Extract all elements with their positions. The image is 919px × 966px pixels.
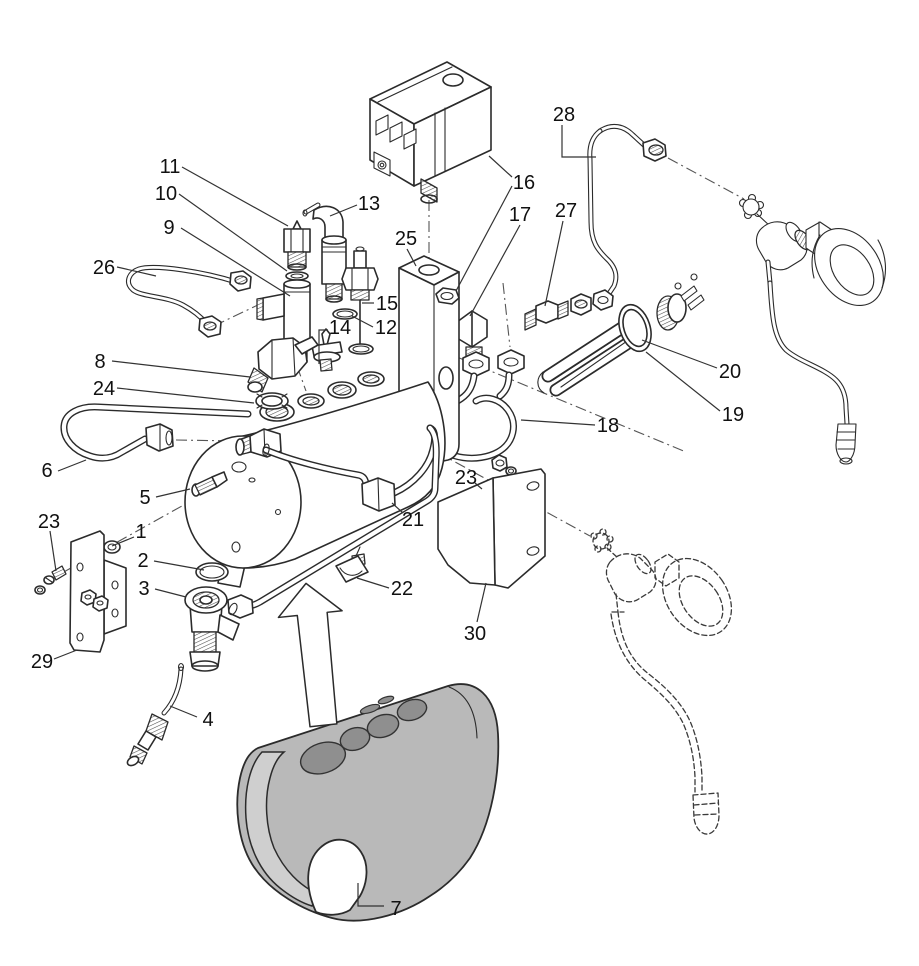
part-label-25: 25	[395, 228, 417, 250]
leader-line-11	[181, 166, 289, 227]
leader-line-8	[111, 360, 251, 378]
leader-line-17	[469, 224, 521, 317]
part-label-27: 27	[555, 200, 577, 222]
part-label-29: 29	[31, 651, 53, 673]
part-label-14: 14	[329, 317, 351, 339]
leader-line-5	[155, 488, 191, 498]
part-label-22: 22	[391, 578, 413, 600]
valve-11	[283, 220, 311, 271]
part-label-24: 24	[93, 378, 115, 400]
pipe-6	[60, 403, 252, 462]
leader-line-3	[154, 588, 187, 598]
leader-line-2	[153, 560, 205, 571]
bracket-29	[69, 530, 127, 653]
leader-line-28	[561, 125, 596, 158]
part-label-15: 15	[376, 293, 398, 315]
part-label-2: 2	[137, 550, 148, 572]
leader-line-10	[178, 193, 288, 272]
heating-element-icon	[537, 273, 705, 397]
part-label-17: 17	[509, 204, 531, 226]
safety-valve-8	[247, 336, 319, 393]
leader-line-23	[49, 530, 57, 572]
part-label-1: 1	[135, 521, 146, 543]
solenoid-nut-16	[435, 287, 460, 305]
part-label-19: 19	[722, 404, 744, 426]
part-label-13: 13	[358, 193, 380, 215]
element-gasket-19	[618, 303, 652, 353]
part-label-23: 23	[455, 467, 477, 489]
part-label-20: 20	[719, 361, 741, 383]
steam-valve-upper	[738, 193, 887, 465]
washer-1	[103, 540, 121, 554]
leader-line-6	[57, 459, 87, 472]
leader-line-26	[116, 266, 157, 277]
part-label-30: 30	[464, 623, 486, 645]
assembly-arrow-icon	[277, 582, 343, 728]
part-label-9: 9	[163, 217, 174, 239]
fitting-5	[191, 471, 228, 497]
part-label-6: 6	[41, 460, 52, 482]
insulation-shell-7	[236, 683, 500, 922]
element-flange-20	[656, 273, 705, 331]
leader-line-4	[169, 705, 198, 718]
leader-line-12	[351, 315, 374, 328]
leader-line-7	[357, 883, 384, 907]
pipe-clamp-22	[335, 546, 369, 583]
leader-line-25	[406, 248, 417, 267]
leader-line-9	[180, 227, 291, 297]
part-label-23: 23	[38, 511, 60, 533]
part-label-8: 8	[94, 351, 105, 373]
leader-line-16	[455, 185, 513, 292]
washer-10	[285, 271, 309, 281]
solenoid-valve-16	[369, 61, 492, 204]
leader-line-30	[476, 582, 487, 623]
part-label-21: 21	[402, 509, 424, 531]
pipe-26	[126, 264, 252, 338]
boiler-body	[184, 371, 446, 588]
temp-probe-15	[341, 246, 379, 355]
part-label-5: 5	[139, 487, 150, 509]
gasket-24	[255, 392, 289, 410]
part-label-26: 26	[93, 257, 115, 279]
pipe-4	[126, 662, 185, 767]
vacuum-valve-14	[311, 328, 343, 372]
steam-valve-lower	[590, 528, 733, 835]
leader-line-21	[391, 502, 404, 514]
part-label-10: 10	[155, 183, 177, 205]
leader-line-13	[329, 204, 358, 217]
pipe-28	[587, 123, 667, 311]
part-label-11: 11	[160, 156, 181, 178]
o-ring-12	[332, 308, 358, 320]
leader-line-22	[356, 577, 390, 589]
leader-line-18	[520, 419, 596, 426]
part-label-12: 12	[375, 317, 397, 339]
leader-line-27	[544, 220, 564, 307]
pipe-21	[227, 424, 440, 619]
leader-line-20	[641, 339, 718, 369]
part-label-16: 16	[513, 172, 535, 194]
leader-line-29	[53, 649, 78, 660]
drain-valve-3	[184, 586, 240, 672]
part-label-3: 3	[138, 578, 149, 600]
leader-line-23	[474, 482, 483, 490]
part-label-18: 18	[597, 415, 619, 437]
leader-line-1	[111, 536, 135, 547]
leader-line-14	[318, 329, 328, 364]
leader-line-19	[645, 351, 721, 412]
part-label-7: 7	[390, 898, 401, 920]
screw-23-left	[34, 565, 67, 595]
o-ring-2	[195, 562, 229, 582]
nipple-fitting-27	[524, 293, 592, 331]
part-label-28: 28	[553, 104, 575, 126]
leader-line-16	[488, 155, 513, 178]
leader-line-24	[116, 387, 255, 404]
part-label-4: 4	[202, 709, 213, 731]
bracket-30	[437, 468, 546, 589]
